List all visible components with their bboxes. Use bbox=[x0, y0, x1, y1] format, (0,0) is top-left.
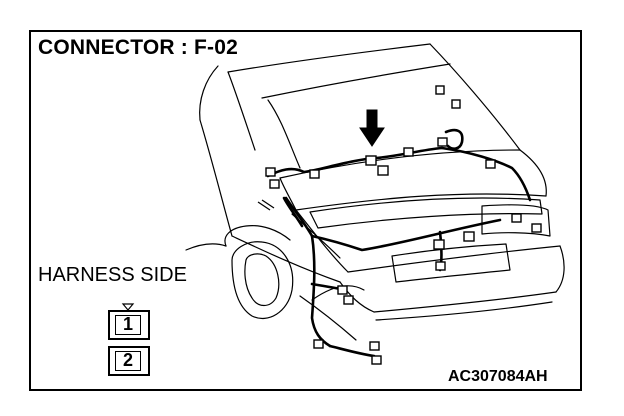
pin-number-2: 2 bbox=[115, 351, 141, 371]
connector-title: CONNECTOR : F-02 bbox=[38, 36, 238, 59]
connector-pin-2: 2 bbox=[108, 346, 150, 376]
pin-number-1: 1 bbox=[115, 315, 141, 335]
illustration-code: AC307084AH bbox=[448, 368, 548, 385]
harness-side-label: HARNESS SIDE bbox=[38, 264, 187, 286]
terminal-guide-marker bbox=[121, 303, 135, 311]
connector-pin-1: 1 bbox=[108, 310, 150, 340]
down-arrow-icon bbox=[359, 109, 385, 147]
